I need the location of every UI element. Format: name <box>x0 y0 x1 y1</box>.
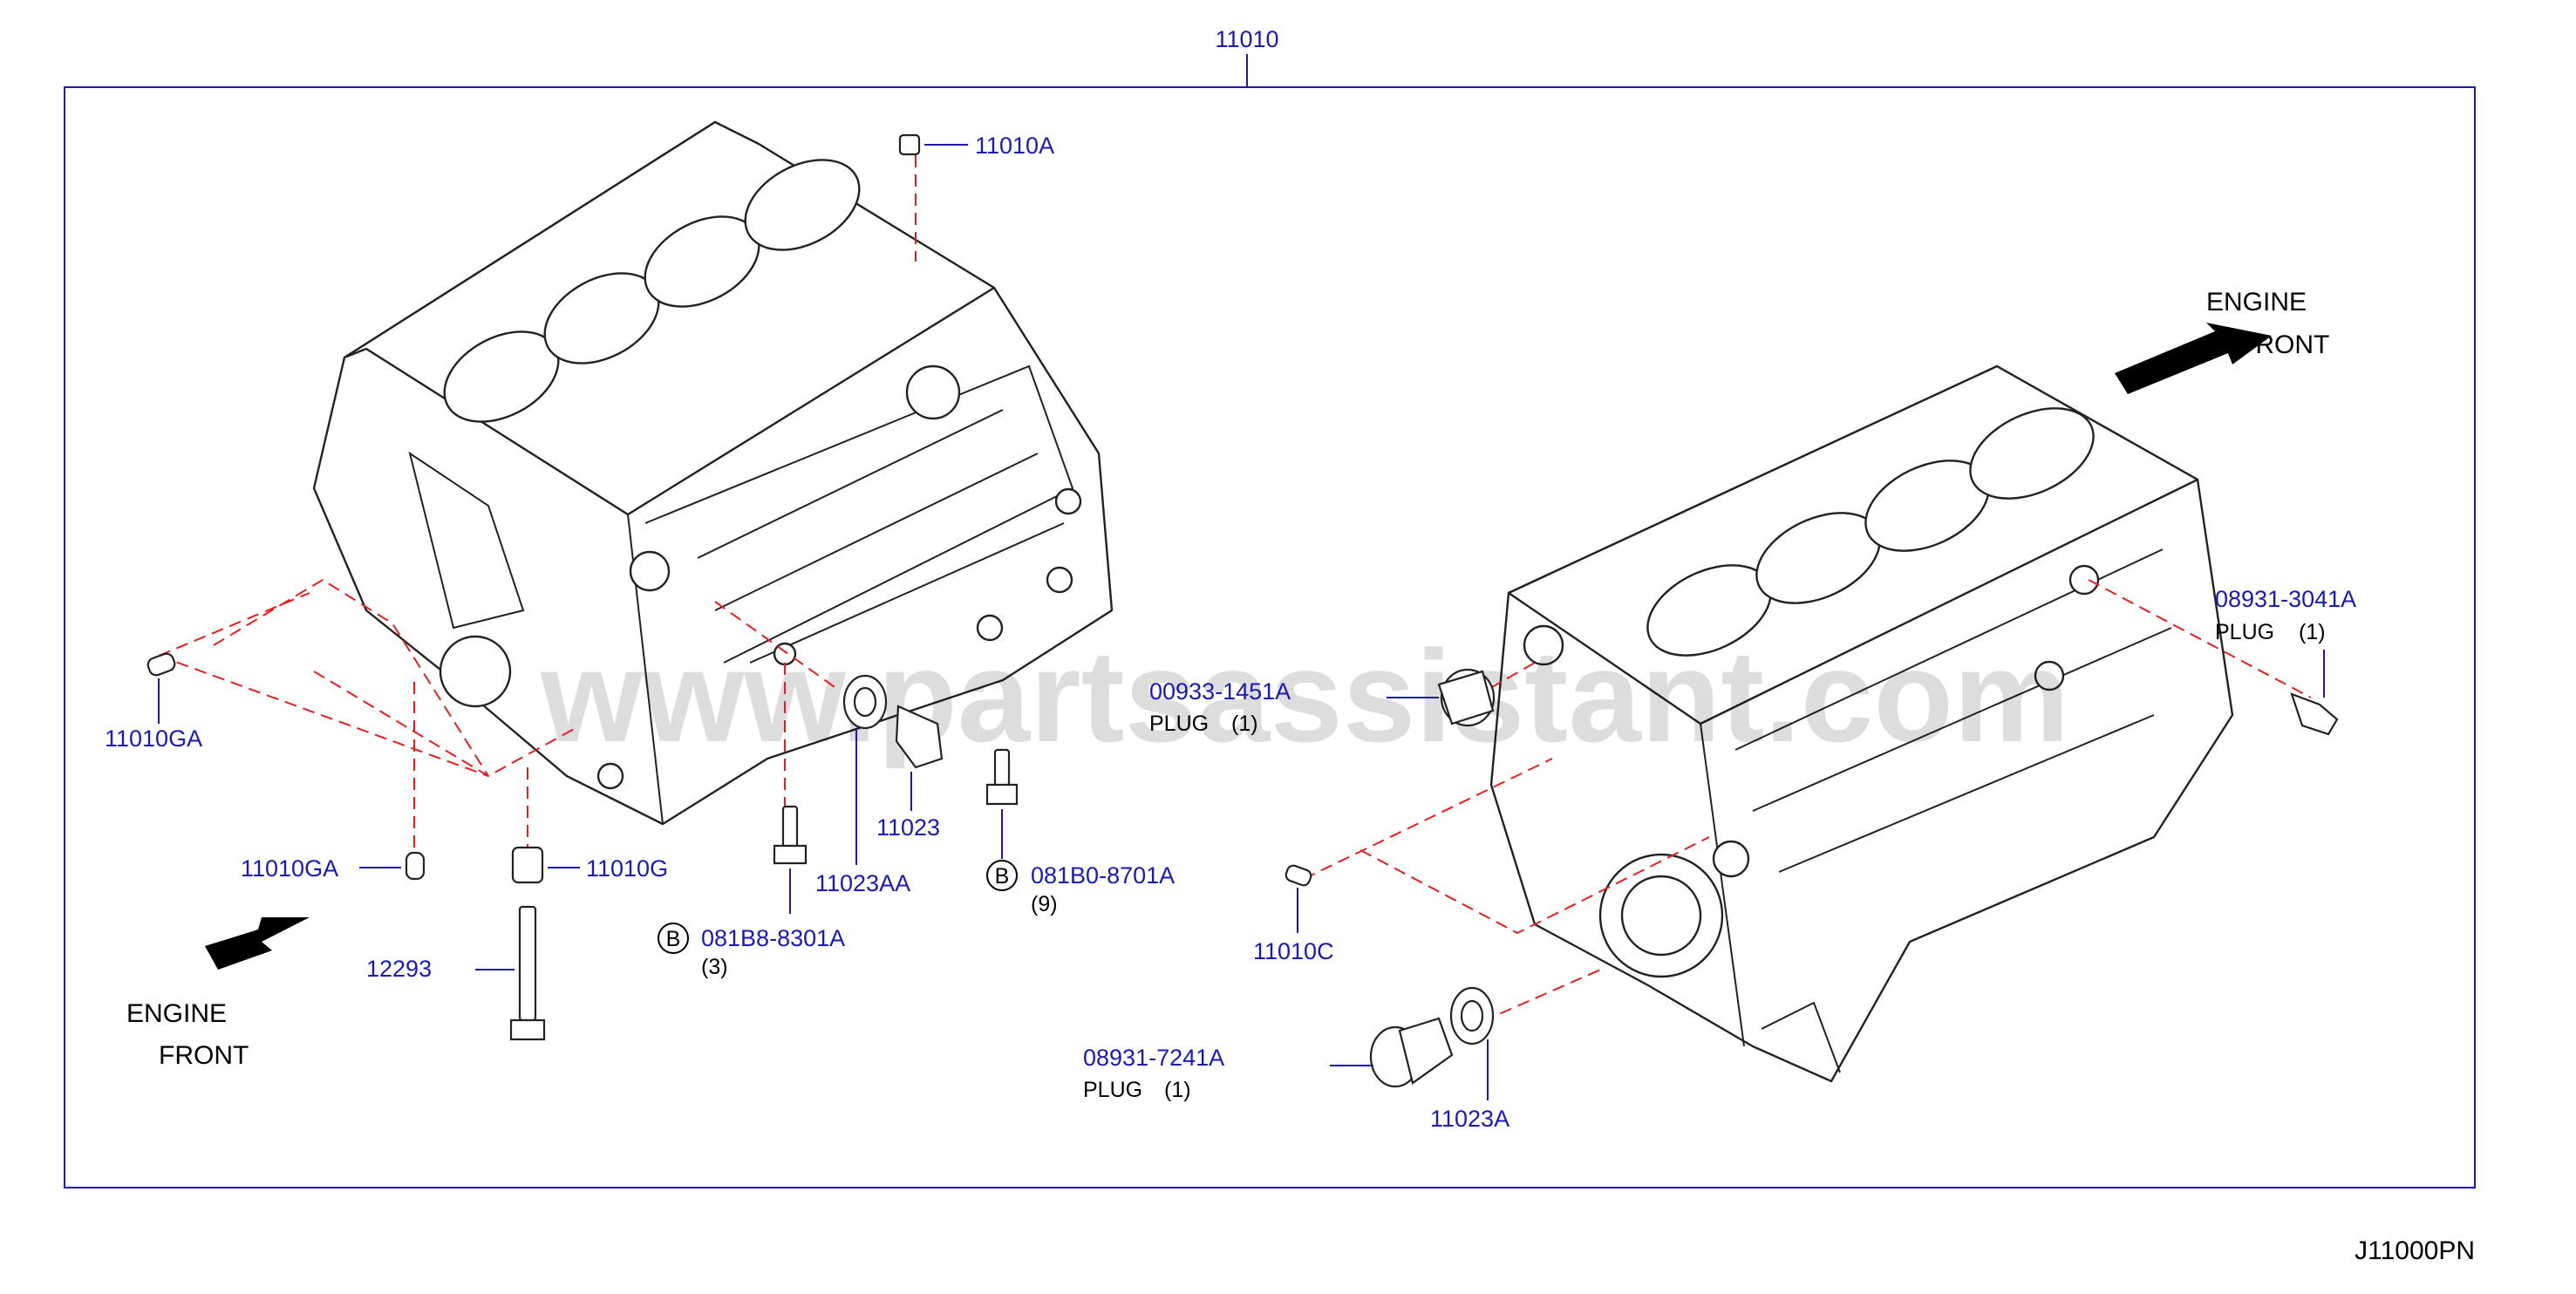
callout-11023[interactable]: 11023 <box>876 814 940 841</box>
callout-08931-7241A[interactable]: 08931-7241A <box>1083 1045 1224 1071</box>
callout-11010G[interactable]: 11010G <box>586 855 668 882</box>
plug-11023-icon[interactable] <box>895 705 944 811</box>
engine-front-left-line2: FRONT <box>159 1041 249 1070</box>
engine-block-right <box>1489 364 2234 1083</box>
callout-08931-3041A-qty: (1) <box>2299 620 2326 644</box>
callout-11010C[interactable]: 11010C <box>1253 938 1334 964</box>
bolt-12293-icon[interactable] <box>475 905 546 1041</box>
assembly-number[interactable]: 11010 <box>1215 26 1278 52</box>
callout-08931-7241A-qty: (1) <box>1164 1078 1191 1102</box>
callout-081B8-group[interactable]: B 081B8-8301A (3) <box>658 923 845 979</box>
callout-11010A[interactable]: 11010A <box>975 133 1054 159</box>
dowel-pin-11010GA-lower-icon[interactable] <box>359 851 426 881</box>
bolt-081B0-icon[interactable] <box>985 748 1019 859</box>
callout-00933[interactable]: 00933-1451A <box>1149 678 1291 705</box>
callout-08931-3041A[interactable]: 08931-3041A <box>2215 586 2356 612</box>
plug-08931-7241A-icon[interactable] <box>1330 1017 1454 1088</box>
bolt-marker-b-icon <box>986 860 1018 891</box>
engine-front-arrow-right-icon <box>2115 323 2272 394</box>
callout-081B8[interactable]: 081B8-8301A <box>701 925 845 951</box>
dashed-guides <box>158 155 2312 1030</box>
callout-11010GA-upper[interactable]: 11010GA <box>105 725 202 752</box>
callout-081B0-marker: B <box>995 864 1010 889</box>
callout-12293[interactable]: 12293 <box>366 956 432 982</box>
engine-block-left <box>312 120 1114 826</box>
washer-11023A-icon[interactable] <box>1449 986 1495 1100</box>
engine-front-right-line1: ENGINE <box>2206 288 2307 317</box>
sleeve-11010G-icon[interactable] <box>511 846 580 884</box>
engine-front-left-line1: ENGINE <box>126 999 227 1028</box>
callout-00933-desc: PLUG <box>1149 712 1209 736</box>
callout-08931-7241A-desc: PLUG <box>1083 1078 1142 1102</box>
callout-081B0-qty: (9) <box>1031 892 1058 916</box>
callout-08931-3041A-group[interactable]: 08931-3041A PLUG (1) <box>2215 586 2356 644</box>
callout-08931-3041A-desc: PLUG <box>2215 620 2274 644</box>
diagram-code: J11000PN <box>2355 1236 2475 1265</box>
callout-00933-group[interactable]: 00933-1451A PLUG (1) <box>1149 678 1291 736</box>
callout-081B8-marker: B <box>666 927 681 951</box>
callout-081B0[interactable]: 081B0-8701A <box>1031 862 1175 889</box>
dowel-pin-11010GA-upper-icon[interactable] <box>146 651 176 724</box>
callout-081B0-group[interactable]: B 081B0-8701A (9) <box>986 860 1175 916</box>
callout-11010GA-lower[interactable]: 11010GA <box>241 855 338 882</box>
watermark: www.partsassistant.com <box>540 623 2069 769</box>
engine-front-right-line2: FRONT <box>2239 330 2329 359</box>
engine-front-arrow-left-icon <box>205 917 310 970</box>
dowel-pin-11010A-icon[interactable] <box>898 133 968 156</box>
bolt-marker-b-icon <box>658 923 689 954</box>
diagram-frame <box>64 86 2476 1188</box>
dowel-pin-11010C-icon[interactable] <box>1285 864 1312 933</box>
callout-11023A[interactable]: 11023A <box>1430 1106 1509 1132</box>
plug-00933-icon[interactable] <box>1387 668 1496 727</box>
callout-00933-qty: (1) <box>1231 712 1258 736</box>
washer-11023AA-icon[interactable] <box>842 674 888 865</box>
callout-11023AA[interactable]: 11023AA <box>815 870 910 896</box>
callout-08931-7241A-group[interactable]: 08931-7241A PLUG (1) <box>1083 1045 1224 1102</box>
callout-081B8-qty: (3) <box>701 955 728 979</box>
plug-08931-3041A-icon[interactable] <box>2290 650 2339 736</box>
bolt-081B8-icon[interactable] <box>773 805 808 914</box>
